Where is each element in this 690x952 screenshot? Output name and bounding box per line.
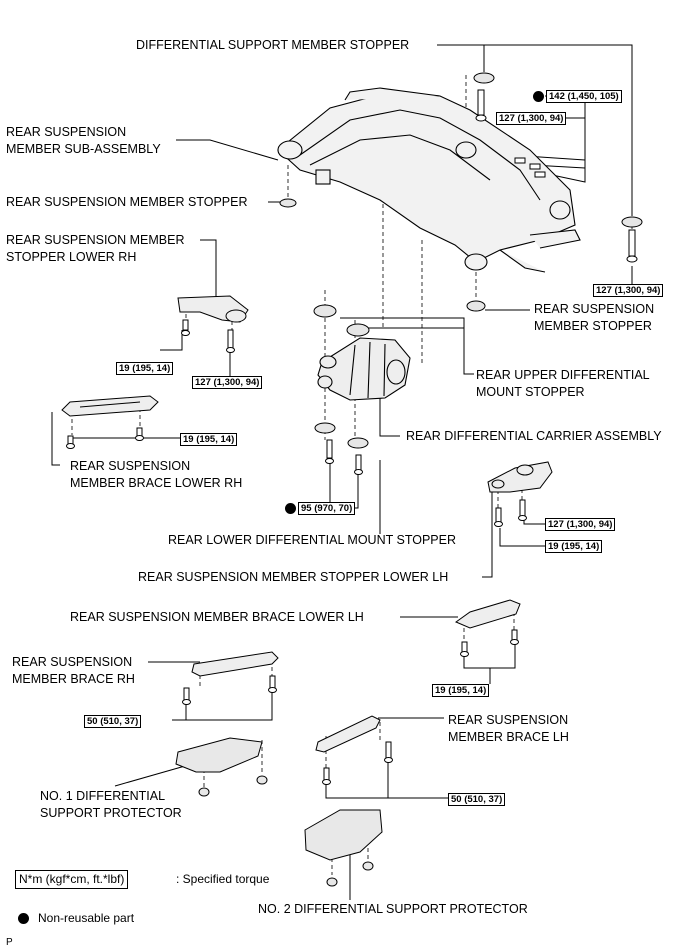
leader-diff-support-stopper xyxy=(437,44,485,72)
leader-50-lh xyxy=(325,760,389,799)
brace-rh xyxy=(191,651,279,677)
torque-19-rh: 19 (195, 14) xyxy=(116,362,174,375)
brace-lower-lh xyxy=(454,599,521,629)
torque-127-lh: 127 (1,300, 94) xyxy=(545,518,616,531)
label-lower-mount: REAR LOWER DIFFERENTIAL MOUNT STOPPER xyxy=(168,533,457,547)
legend-torque-text: : Specified torque xyxy=(176,872,270,886)
label-protector1-1: NO. 1 DIFFERENTIAL xyxy=(40,789,166,803)
torque-142: 142 (1,450, 105) xyxy=(546,90,622,103)
torque-19-brace-rh: 19 (195, 14) xyxy=(180,433,238,446)
label-brace-rh-2: MEMBER BRACE RH xyxy=(12,672,135,686)
diff-support-stopper-right xyxy=(621,216,643,228)
torque-50-rh: 50 (510, 37) xyxy=(84,715,142,728)
torque-95: 95 (970, 70) xyxy=(298,502,356,515)
label-brace-rh-1: REAR SUSPENSION xyxy=(12,655,133,669)
nonreusable-dot-icon xyxy=(533,91,544,102)
label-diff-carrier: REAR DIFFERENTIAL CARRIER ASSEMBLY xyxy=(406,429,662,443)
leader-stopper-lower-rh xyxy=(200,239,217,297)
leader-95 xyxy=(300,460,331,509)
label-stopper-right-1: REAR SUSPENSION xyxy=(534,302,655,316)
legend-torque-box: N*m (kgf*cm, ft.*lbf) xyxy=(15,870,129,889)
leader-19-rh xyxy=(160,330,183,351)
torque-127-top: 127 (1,300, 94) xyxy=(496,112,567,125)
stopper-left xyxy=(279,198,297,208)
label-protector2: NO. 2 DIFFERENTIAL SUPPORT PROTECTOR xyxy=(258,902,528,916)
label-diff-support-stopper: DIFFERENTIAL SUPPORT MEMBER STOPPER xyxy=(136,38,410,52)
brace-lh xyxy=(315,715,381,753)
nonreusable-dot-icon xyxy=(18,913,29,924)
label-stopper-lower-rh-2: STOPPER LOWER RH xyxy=(6,250,137,264)
torque-19-brace-lh: 19 (195, 14) xyxy=(432,684,490,697)
brace-lower-rh xyxy=(61,395,159,417)
leader-protector1 xyxy=(114,765,186,787)
label-stopper-right-2: MEMBER STOPPER xyxy=(534,319,652,333)
torque-127-rh: 127 (1,300, 94) xyxy=(192,376,263,389)
label-brace-lower-rh-2: MEMBER BRACE LOWER RH xyxy=(70,476,243,490)
label-upper-mount-1: REAR UPPER DIFFERENTIAL xyxy=(476,368,650,382)
torque-127-right: 127 (1,300, 94) xyxy=(593,284,664,297)
rear-suspension-member xyxy=(277,87,581,273)
footer-code: P xyxy=(6,937,13,948)
leader-sub-assembly xyxy=(176,139,279,161)
differential-carrier xyxy=(317,337,411,401)
leader-upper-mount xyxy=(340,317,474,375)
stopper-lower-rh-bracket xyxy=(177,295,249,323)
leader-diff-support-stopper-right xyxy=(484,44,633,216)
lower-mount-1 xyxy=(314,422,336,434)
leader-19-lh xyxy=(499,528,545,547)
leader-stopper-lower-lh xyxy=(482,485,493,578)
stopper-lower-lh-bracket xyxy=(487,461,553,493)
legend-nonreusable: Non-reusable part xyxy=(38,911,135,925)
label-stopper-lower-rh-1: REAR SUSPENSION MEMBER xyxy=(6,233,185,247)
upper-mount-1 xyxy=(313,304,337,318)
protector-1 xyxy=(175,737,268,797)
torque-50-lh: 50 (510, 37) xyxy=(448,793,506,806)
leader-19-brace-lh xyxy=(463,642,516,669)
leader-brace-rh xyxy=(51,412,60,466)
label-stopper-left: REAR SUSPENSION MEMBER STOPPER xyxy=(6,195,248,209)
label-stopper-lower-lh: REAR SUSPENSION MEMBER STOPPER LOWER LH xyxy=(138,570,449,584)
diff-support-stopper-top xyxy=(473,72,495,84)
leader-50-rh xyxy=(185,690,273,721)
label-brace-lower-rh-1: REAR SUSPENSION xyxy=(70,459,191,473)
label-rear-susp-sub-2: MEMBER SUB-ASSEMBLY xyxy=(6,142,161,156)
bolts xyxy=(66,89,638,785)
label-rear-susp-sub-1: REAR SUSPENSION xyxy=(6,125,127,139)
nonreusable-dot-icon xyxy=(285,503,296,514)
torque-19-lh: 19 (195, 14) xyxy=(545,540,603,553)
label-protector1-2: SUPPORT PROTECTOR xyxy=(40,806,182,820)
label-brace-lh-2: MEMBER BRACE LH xyxy=(448,730,569,744)
stopper-parts xyxy=(279,72,643,449)
leader-127-lh xyxy=(523,510,545,525)
label-brace-lh-1: REAR SUSPENSION xyxy=(448,713,569,727)
stopper-right xyxy=(466,300,486,312)
label-upper-mount-2: MOUNT STOPPER xyxy=(476,385,585,399)
protector-2 xyxy=(304,809,383,887)
leader-19-brace-rh xyxy=(69,437,180,446)
label-brace-lower-lh: REAR SUSPENSION MEMBER BRACE LOWER LH xyxy=(70,610,364,624)
lower-mount-2 xyxy=(347,437,369,449)
upper-mount-2 xyxy=(346,323,370,337)
